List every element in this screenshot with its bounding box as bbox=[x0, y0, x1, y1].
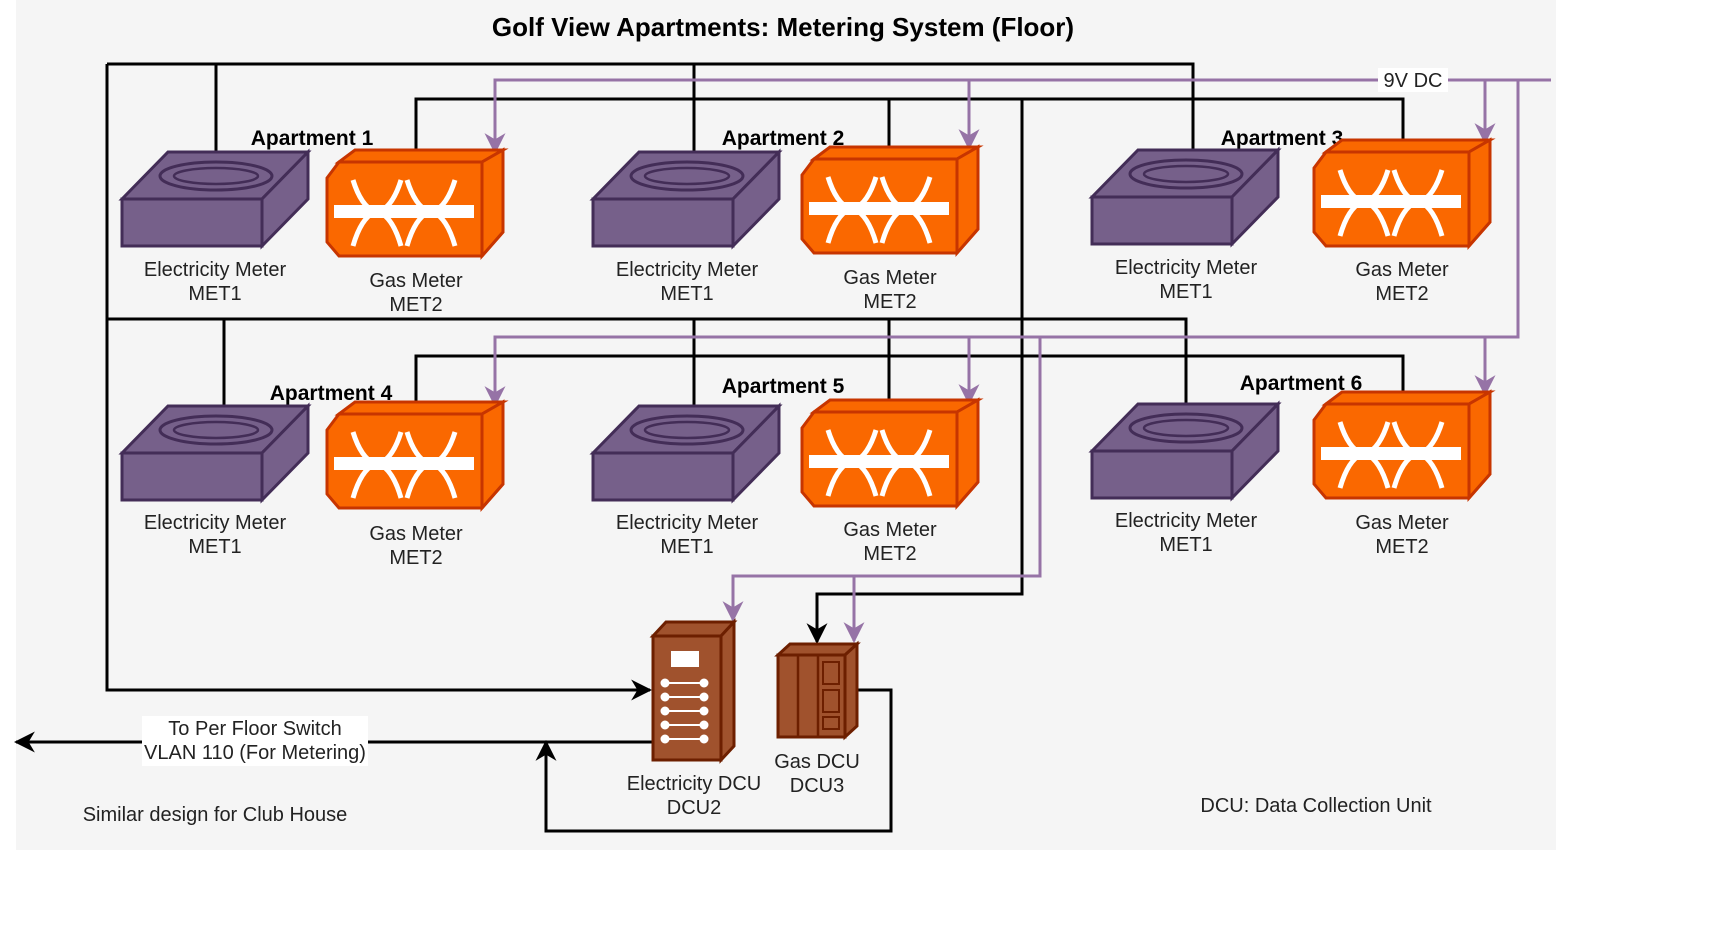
apartment-label: Apartment 3 bbox=[1221, 127, 1344, 150]
electricity-meter-label: Electricity Meter bbox=[616, 512, 759, 534]
diagram-title: Golf View Apartments: Metering System (F… bbox=[492, 12, 1074, 42]
electricity-meter-icon bbox=[1088, 400, 1282, 502]
gas-meter-label: Gas Meter bbox=[369, 270, 463, 292]
apartment-1: Apartment 1 Electricity Meter MET1 Ga bbox=[118, 127, 509, 316]
power-label: 9V DC bbox=[1384, 70, 1443, 92]
electricity-meter-icon bbox=[589, 402, 783, 504]
electricity-meter-id: MET1 bbox=[188, 536, 241, 558]
gas-meter-id: MET2 bbox=[1375, 536, 1428, 558]
elec-bus-top bbox=[107, 62, 1195, 152]
gas-meter-icon bbox=[1312, 137, 1496, 250]
gas-dcu-uplink bbox=[535, 688, 893, 833]
electricity-dcu-label: Electricity DCU bbox=[627, 773, 761, 795]
gas-meter-icon bbox=[1312, 389, 1496, 502]
gas-meter-icon bbox=[800, 397, 984, 510]
power-dcu-trunk bbox=[722, 337, 1042, 623]
apartment-3: Apartment 3 Electricity Meter MET1 Ga bbox=[1088, 127, 1496, 305]
apartment-label: Apartment 4 bbox=[270, 382, 393, 405]
gas-meter-label: Gas Meter bbox=[843, 267, 937, 289]
gas-dcu-icon bbox=[774, 640, 861, 741]
elec-bus-bottom bbox=[107, 317, 1188, 404]
electricity-meter-id: MET1 bbox=[660, 283, 713, 305]
gas-bus-bottom bbox=[414, 354, 1405, 402]
switch-label-line2: VLAN 110 (For Metering) bbox=[144, 742, 366, 764]
elec-trunk bbox=[105, 64, 653, 701]
gas-meter-icon bbox=[800, 144, 984, 257]
electricity-meter-id: MET1 bbox=[1159, 281, 1212, 303]
gas-dcu-id: DCU3 bbox=[790, 775, 844, 797]
apartment-5: Apartment 5 Electricity Meter MET1 Ga bbox=[589, 375, 984, 565]
gas-meter-label: Gas Meter bbox=[1355, 512, 1449, 534]
apartment-6: Apartment 6 Electricity Meter MET1 Ga bbox=[1088, 372, 1496, 558]
apartment-label: Apartment 2 bbox=[722, 127, 845, 150]
power-label-group: 9V DC bbox=[1378, 68, 1448, 92]
electricity-meter-icon bbox=[118, 148, 312, 250]
electricity-meter-label: Electricity Meter bbox=[1115, 510, 1258, 532]
apartment-label: Apartment 5 bbox=[722, 375, 845, 398]
power-wiring bbox=[484, 78, 1551, 644]
apartment-2: Apartment 2 Electricity Meter MET1 Ga bbox=[589, 127, 984, 313]
electricity-dcu-icon bbox=[649, 618, 738, 764]
club-house-note: Similar design for Club House bbox=[83, 804, 348, 826]
electricity-dcu-id: DCU2 bbox=[667, 797, 721, 819]
gas-meter-icon bbox=[325, 399, 509, 512]
gas-meter-id: MET2 bbox=[389, 294, 442, 316]
apartment-label: Apartment 6 bbox=[1240, 372, 1363, 395]
electricity-meter-label: Electricity Meter bbox=[616, 259, 759, 281]
apartment-label: Apartment 1 bbox=[251, 127, 374, 150]
gas-meter-id: MET2 bbox=[389, 547, 442, 569]
power-main bbox=[484, 78, 1551, 155]
gas-dcu-label: Gas DCU bbox=[774, 751, 860, 773]
gas-trunk bbox=[806, 99, 1024, 645]
electricity-meter-id: MET1 bbox=[1159, 534, 1212, 556]
apartment-4: Apartment 4 Electricity Meter MET1 Ga bbox=[118, 382, 509, 569]
electricity-meter-label: Electricity Meter bbox=[144, 259, 287, 281]
gas-meter-id: MET2 bbox=[863, 291, 916, 313]
gas-meter-id: MET2 bbox=[863, 543, 916, 565]
legend-note: DCU: Data Collection Unit bbox=[1200, 795, 1432, 817]
switch-label-line1: To Per Floor Switch bbox=[168, 718, 341, 740]
electricity-meter-icon bbox=[589, 148, 783, 250]
gas-dcu: Gas DCU DCU3 bbox=[774, 640, 861, 797]
electricity-meter-icon bbox=[118, 402, 312, 504]
electricity-meter-icon bbox=[1088, 146, 1282, 248]
electricity-meter-label: Electricity Meter bbox=[1115, 257, 1258, 279]
electricity-meter-id: MET1 bbox=[660, 536, 713, 558]
gas-meter-label: Gas Meter bbox=[843, 519, 937, 541]
electricity-dcu: Electricity DCU DCU2 bbox=[627, 618, 761, 819]
gas-meter-id: MET2 bbox=[1375, 283, 1428, 305]
switch-label: To Per Floor Switch VLAN 110 (For Meteri… bbox=[142, 716, 368, 766]
gas-meter-label: Gas Meter bbox=[1355, 259, 1449, 281]
gas-meter-icon bbox=[325, 147, 509, 260]
power-riser bbox=[484, 80, 1520, 408]
gas-meter-label: Gas Meter bbox=[369, 523, 463, 545]
gas-bus-top bbox=[414, 97, 1405, 150]
electricity-meter-label: Electricity Meter bbox=[144, 512, 287, 534]
electricity-meter-id: MET1 bbox=[188, 283, 241, 305]
